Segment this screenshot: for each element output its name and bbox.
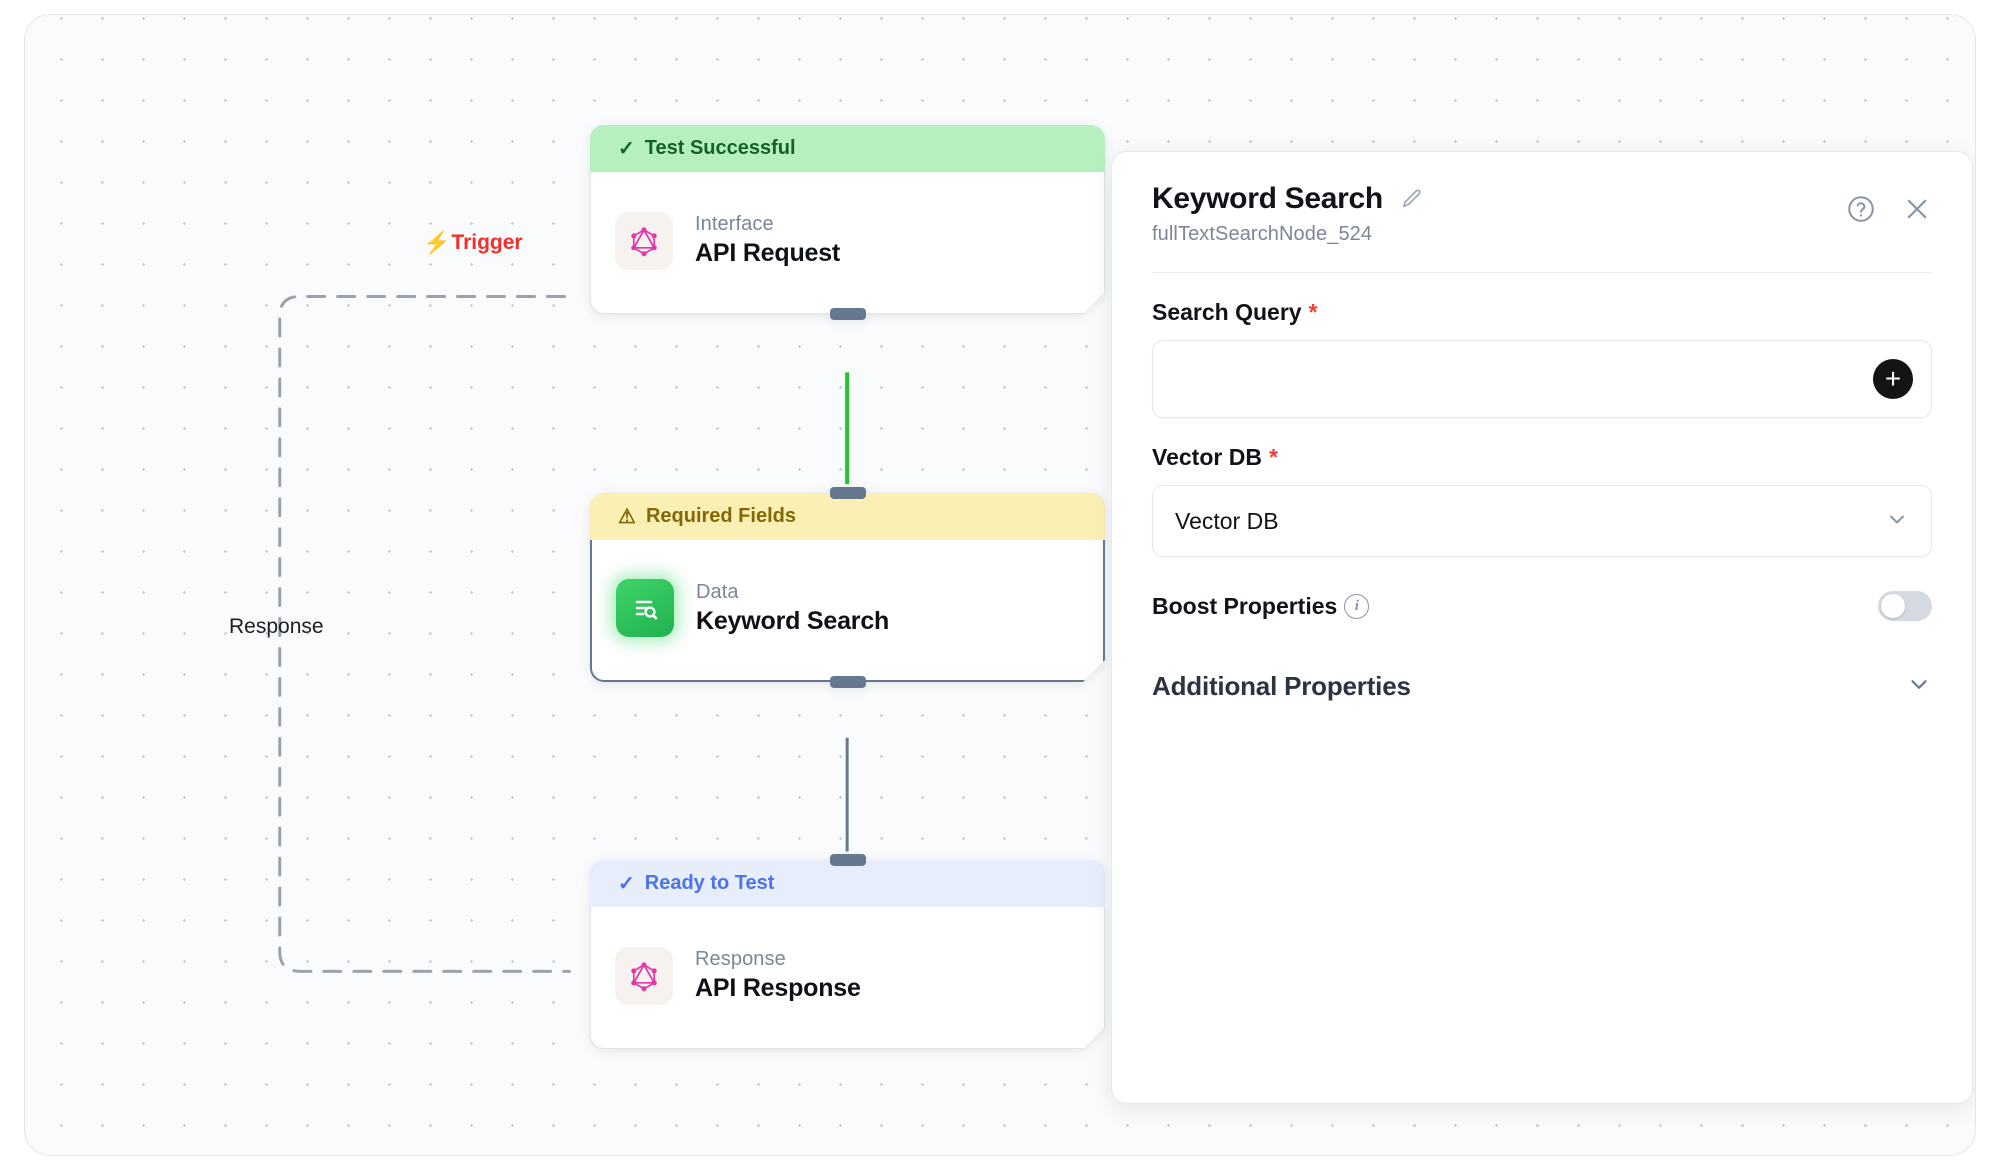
node-status-badge: ✓ Ready to Test [590, 860, 1105, 907]
response-label: Response [229, 615, 324, 638]
add-query-button[interactable]: + [1873, 359, 1913, 399]
required-asterisk: * [1268, 444, 1278, 470]
required-asterisk: * [1308, 299, 1318, 325]
inspector-titleblock: Keyword Search fullTextSearchNode_524 [1152, 182, 1427, 246]
node-text: Response API Response [695, 948, 861, 1003]
node-text: Data Keyword Search [696, 581, 889, 636]
check-icon: ✓ [618, 872, 635, 895]
field-search-query: Search Query * + [1152, 299, 1932, 418]
node-body: Response API Response [590, 907, 1105, 1049]
toggle-knob [1881, 594, 1905, 618]
pencil-icon[interactable] [1397, 184, 1427, 214]
boost-properties-label: Boost Properties i [1152, 592, 1370, 620]
additional-properties-accordion[interactable]: Additional Properties [1152, 671, 1932, 702]
node-title: API Request [695, 239, 841, 267]
vector-db-select[interactable]: Vector DB [1152, 485, 1932, 557]
node-status-label: Required Fields [645, 505, 796, 527]
search-query-label-text: Search Query [1152, 299, 1302, 325]
node-input-handle[interactable] [829, 487, 866, 499]
boost-properties-toggle[interactable] [1878, 591, 1932, 621]
additional-properties-title: Additional Properties [1152, 671, 1411, 701]
trigger-label: ⚡ Trigger [423, 231, 523, 255]
vector-db-label-text: Vector DB [1152, 444, 1262, 470]
node-body: Data Keyword Search [590, 540, 1105, 682]
chevron-down-icon [1906, 671, 1932, 702]
node-status-label: Ready to Test [644, 872, 775, 894]
node-input-handle[interactable] [829, 854, 866, 866]
field-boost-properties: Boost Properties i [1152, 591, 1932, 621]
close-icon[interactable] [1902, 194, 1932, 224]
node-text: Interface API Request [695, 213, 840, 268]
field-vector-db: Vector DB * Vector DB [1152, 444, 1932, 557]
inspector-title-row: Keyword Search [1152, 182, 1427, 216]
check-icon: ✓ [618, 137, 635, 160]
node-api-request[interactable]: ✓ Test Successful [590, 125, 1105, 320]
inspector-node-id: fullTextSearchNode_524 [1152, 223, 1373, 245]
graphql-icon [615, 947, 673, 1005]
search-query-label: Search Query * [1152, 299, 1932, 326]
node-status-badge: ✓ Test Successful [590, 125, 1105, 172]
node-output-handle[interactable] [829, 308, 866, 320]
node-api-response[interactable]: ✓ Ready to Test [590, 854, 1105, 1049]
help-circle-icon[interactable] [1846, 194, 1876, 224]
node-kind: Interface [695, 213, 774, 235]
plus-icon: + [1884, 363, 1902, 394]
info-icon[interactable]: i [1344, 593, 1370, 619]
vector-db-label: Vector DB * [1152, 444, 1932, 471]
inspector-actions [1846, 182, 1932, 224]
node-output-handle[interactable] [829, 676, 866, 688]
vector-db-selected-value: Vector DB [1175, 507, 1279, 534]
inspector-divider [1152, 272, 1932, 273]
node-body: Interface API Request [590, 172, 1105, 314]
node-kind: Response [695, 948, 786, 970]
node-title: API Response [695, 974, 861, 1002]
lightning-bolt-icon: ⚡ [423, 230, 451, 255]
node-title: Keyword Search [696, 606, 890, 635]
inspector-title: Keyword Search [1152, 182, 1383, 215]
node-keyword-search[interactable]: ⚠ Required Fields Data [590, 487, 1105, 688]
app-frame: ⚡ Trigger Response ✓ Test Successful [24, 14, 1976, 1156]
inspector-header: Keyword Search fullTextSearchNode_524 [1152, 152, 1932, 246]
node-inspector-panel: Keyword Search fullTextSearchNode_524 [1111, 151, 1973, 1104]
boost-properties-label-text: Boost Properties [1152, 592, 1338, 619]
node-kind: Data [696, 580, 739, 603]
node-status-badge: ⚠ Required Fields [590, 493, 1105, 540]
search-query-input[interactable] [1171, 367, 1873, 391]
warning-triangle-icon: ⚠ [618, 505, 636, 528]
node-status-label: Test Successful [644, 137, 796, 159]
chevron-down-icon [1885, 507, 1909, 536]
trigger-label-text: Trigger [451, 231, 523, 254]
graphql-icon [615, 212, 673, 270]
document-search-icon [616, 579, 674, 637]
search-query-box[interactable]: + [1152, 340, 1932, 418]
